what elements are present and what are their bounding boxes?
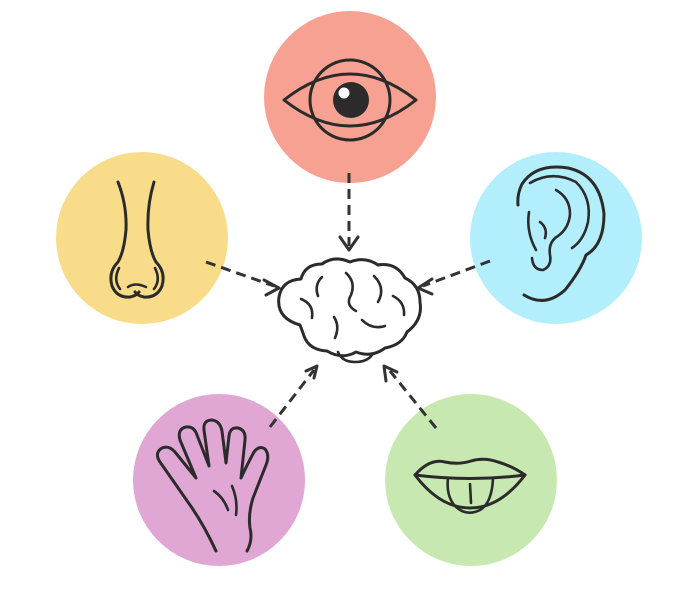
eye-icon — [282, 58, 418, 142]
mouth-icon — [413, 457, 527, 515]
touch-arrow — [268, 364, 319, 428]
taste-circle — [385, 394, 557, 566]
sight-arrow — [338, 173, 360, 252]
smell-arrow — [205, 260, 281, 297]
nose-icon — [109, 180, 165, 299]
touch-circle — [133, 394, 305, 566]
taste-arrow — [382, 364, 438, 429]
ear-icon — [516, 165, 606, 302]
hand-icon — [155, 418, 270, 553]
smell-circle — [56, 152, 228, 324]
hearing-arrow — [416, 259, 491, 296]
brain-icon — [277, 257, 422, 364]
